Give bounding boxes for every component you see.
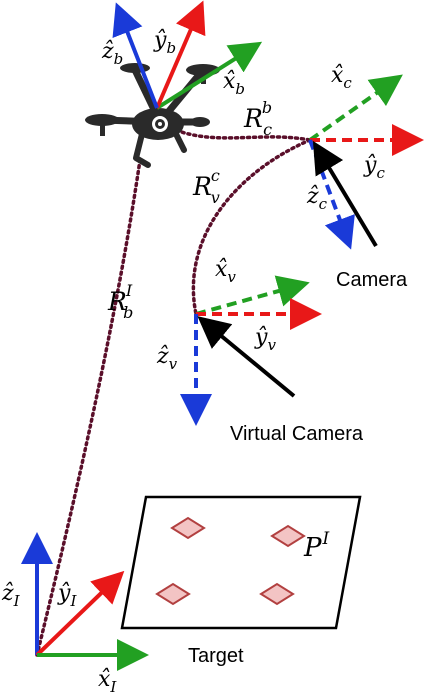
target-markers [155,516,306,606]
body-z-axis-arrow [112,2,159,109]
camera-label: Camera [336,269,408,291]
virtual-x-axis-arrow [195,275,310,316]
target-marker [270,524,306,548]
quadcopter-drone-icon [85,63,220,168]
target-label: Target [188,645,244,667]
target-point-label: PI [303,529,330,563]
virtual-camera-label: Virtual Camera [230,423,364,445]
inertial-y-axis-arrow [35,570,125,657]
inertial-y-label: ŷI [57,581,77,610]
camera-pointer-arrow [312,140,378,248]
virtual-y-label: ŷv [254,325,276,354]
target-plane [120,495,362,630]
target-marker [155,582,191,606]
camera-x-label: x̂c [331,63,352,92]
camera-z-label: ẑc [306,184,328,213]
camera-x-axis-arrow [308,74,403,142]
virtual-camera-pointer-arrow [197,316,296,398]
body-y-axis-arrow [155,0,206,109]
camera-y-label: ŷc [363,153,385,182]
body-y-label: ŷb [153,28,176,57]
virtual-z-label: ẑv [156,344,178,373]
body-x-axis-arrow [155,41,263,110]
body-x-label: x̂b [223,69,245,98]
inertial-z-label: ẑI [1,581,21,610]
inertial-x-label: x̂I [98,667,117,694]
target-marker [170,516,206,540]
target-marker [259,582,295,606]
virtual-x-label: x̂v [215,257,236,286]
path-inertial-to-body [35,158,142,657]
path-camera-to-virtual [191,138,312,316]
body-z-label: ẑb [101,39,123,68]
